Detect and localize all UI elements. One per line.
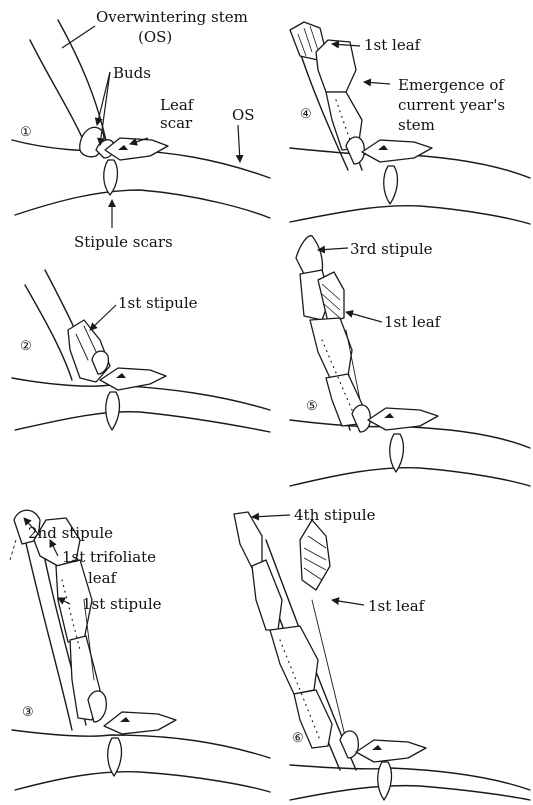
label-2nd-stipule: 2nd stipule — [28, 524, 113, 542]
panel-6: 4th stipule 1st leaf ⑥ — [234, 506, 530, 800]
label-current-year: current year's — [398, 96, 505, 114]
label-3rd-stipule: 3rd stipule — [350, 240, 433, 258]
label-os-abbrev: (OS) — [138, 28, 172, 46]
panel-4: 1st leaf Emergence of current year's ste… — [290, 22, 530, 224]
overwintering-stem — [30, 40, 88, 150]
panel-5: 3rd stipule 1st leaf ⑤ — [290, 236, 530, 486]
label-stipule-scars: Stipule scars — [74, 233, 173, 251]
label-emergence: Emergence of — [398, 76, 505, 94]
label-1st-stipule-p3: 1st stipule — [82, 595, 162, 613]
panel-3: 2nd stipule 1st trifoliate leaf 1st stip… — [10, 510, 270, 792]
label-1st-trifoliate: 1st trifoliate — [62, 548, 156, 566]
label-4th-stipule: 4th stipule — [294, 506, 376, 524]
panel-2: 1st stipule ② — [12, 270, 270, 432]
panel-number-5: ⑤ — [306, 399, 318, 414]
leaf-first-p6 — [300, 520, 330, 590]
label-leaf: Leaf — [160, 96, 195, 114]
panel-number-3: ③ — [22, 705, 34, 720]
stipule-scar — [104, 160, 118, 195]
label-1st-leaf-p6: 1st leaf — [368, 597, 426, 615]
label-scar: scar — [160, 114, 193, 132]
panel-number-2: ② — [20, 339, 32, 354]
label-trifoliate-leaf: leaf — [88, 569, 118, 587]
panel-1: Overwintering stem (OS) Buds Leaf scar O… — [12, 8, 270, 251]
label-1st-leaf-p4: 1st leaf — [364, 36, 422, 54]
label-overwintering-stem: Overwintering stem — [96, 8, 248, 26]
panel-number-4: ④ — [300, 107, 312, 122]
label-1st-stipule-p2: 1st stipule — [118, 294, 198, 312]
label-os: OS — [232, 106, 255, 124]
panel-number-1: ① — [20, 125, 32, 140]
stipule-4th — [234, 512, 262, 568]
label-buds: Buds — [113, 64, 151, 82]
label-1st-leaf-p5: 1st leaf — [384, 313, 442, 331]
panel-number-6: ⑥ — [292, 731, 304, 746]
stipule-3rd — [296, 236, 323, 274]
label-stem: stem — [398, 116, 435, 134]
